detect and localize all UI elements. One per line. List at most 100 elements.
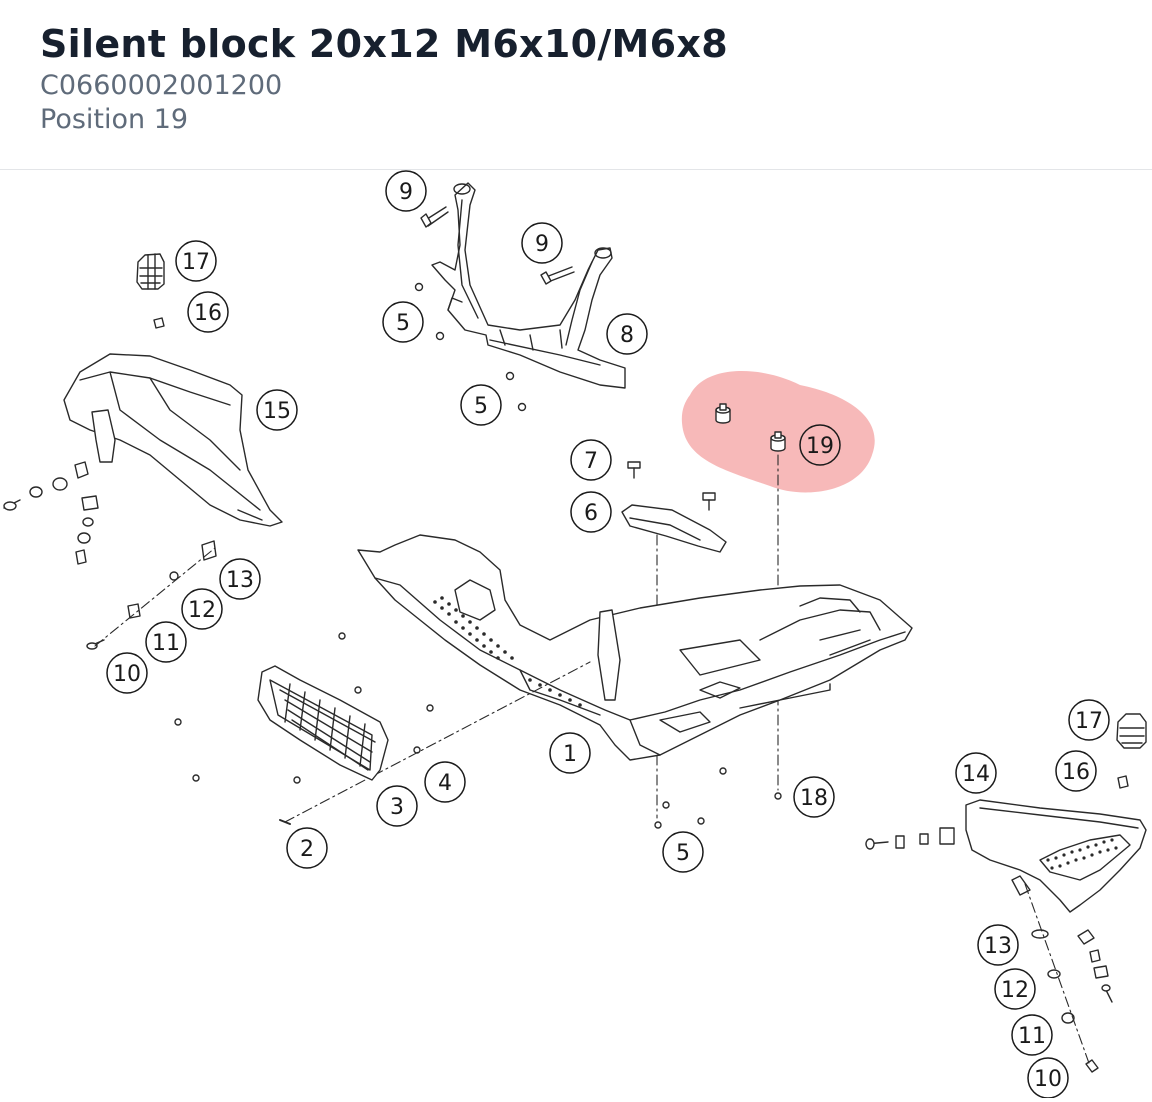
callout-group: 1234555678991010111112121313141516161717…	[106, 170, 1110, 1099]
skid-plate	[357, 534, 913, 761]
callout-label: 13	[226, 568, 254, 593]
callout-label: 12	[188, 598, 216, 623]
callout-label: 4	[438, 771, 452, 796]
callout-label: 9	[399, 180, 413, 205]
callout-circle	[181, 588, 223, 630]
callout-label: 14	[962, 762, 990, 787]
callout-c5a[interactable]: 5	[382, 301, 424, 343]
bracket-plate	[621, 461, 727, 553]
engine-guard-bracket	[431, 182, 626, 389]
callout-circle	[286, 827, 328, 869]
callout-label: 10	[1034, 1067, 1062, 1092]
callout-c10b[interactable]: 10	[1027, 1057, 1069, 1099]
callout-circle	[521, 222, 563, 264]
left-side-guard	[63, 353, 283, 527]
callout-circle	[1068, 699, 1110, 741]
callout-c11b[interactable]: 11	[1011, 1014, 1053, 1056]
callout-label: 5	[676, 841, 690, 866]
left-hardware	[3, 461, 217, 650]
callout-circle	[570, 439, 612, 481]
callout-c15[interactable]: 15	[256, 389, 298, 431]
callout-c17a[interactable]: 17	[175, 240, 217, 282]
callout-circle	[385, 170, 427, 212]
callout-c17b[interactable]: 17	[1068, 699, 1110, 741]
callout-label: 7	[584, 449, 598, 474]
skid-plate-perforation	[433, 596, 582, 707]
callout-circle	[256, 389, 298, 431]
callout-c6[interactable]: 6	[570, 491, 612, 533]
callout-circle	[1011, 1014, 1053, 1056]
callout-circle	[994, 968, 1036, 1010]
callout-c1[interactable]: 1	[549, 732, 591, 774]
grille-mesh	[257, 665, 389, 781]
callout-circle	[145, 621, 187, 663]
callout-c7[interactable]: 7	[570, 439, 612, 481]
callout-label: 13	[984, 934, 1012, 959]
callout-label: 17	[1075, 709, 1103, 734]
callout-circle	[662, 831, 704, 873]
callout-circle	[570, 491, 612, 533]
callout-circle	[187, 291, 229, 333]
callout-c5c[interactable]: 5	[662, 831, 704, 873]
callout-circle	[460, 384, 502, 426]
callout-circle	[424, 761, 466, 803]
callout-c16a[interactable]: 16	[187, 291, 229, 333]
callout-c13a[interactable]: 13	[219, 558, 261, 600]
callout-c19[interactable]: 19	[799, 424, 841, 466]
callout-label: 17	[182, 250, 210, 275]
part-code: C0660002001200	[40, 70, 283, 101]
callout-circle	[606, 313, 648, 355]
callout-c14[interactable]: 14	[955, 752, 997, 794]
callout-label: 6	[584, 501, 598, 526]
right-side-guard	[965, 799, 1147, 913]
assembly-axis-right	[1024, 883, 1091, 1067]
callout-label: 12	[1001, 978, 1029, 1003]
callout-circle	[382, 301, 424, 343]
screw-16-left	[153, 317, 165, 329]
callout-c9b[interactable]: 9	[521, 222, 563, 264]
callout-label: 5	[396, 311, 410, 336]
callout-c13b[interactable]: 13	[977, 924, 1019, 966]
bracket-bolts	[414, 206, 575, 412]
callout-c10a[interactable]: 10	[106, 652, 148, 694]
callout-circle	[799, 424, 841, 466]
callout-c5b[interactable]: 5	[460, 384, 502, 426]
right-guard-perforation	[1046, 838, 1118, 870]
callout-label: 3	[390, 795, 404, 820]
callout-circle	[793, 776, 835, 818]
callout-label: 8	[620, 323, 634, 348]
part-title: Silent block 20x12 M6x10/M6x8	[40, 22, 728, 66]
callout-label: 11	[152, 631, 180, 656]
callout-c12b[interactable]: 12	[994, 968, 1036, 1010]
callout-label: 5	[474, 394, 488, 419]
callout-c12a[interactable]: 12	[181, 588, 223, 630]
callout-c16b[interactable]: 16	[1055, 750, 1097, 792]
callout-label: 2	[300, 837, 314, 862]
callout-circle	[1055, 750, 1097, 792]
callout-c18[interactable]: 18	[793, 776, 835, 818]
callout-c9a[interactable]: 9	[385, 170, 427, 212]
rubber-cap-left	[136, 253, 165, 290]
callout-c8[interactable]: 8	[606, 313, 648, 355]
callout-circle	[955, 752, 997, 794]
rubber-cap-right	[1116, 713, 1147, 749]
callout-label: 1	[563, 742, 577, 767]
callout-circle	[549, 732, 591, 774]
screw-16-right	[1117, 775, 1129, 789]
callout-label: 15	[263, 399, 291, 424]
callout-label: 10	[113, 662, 141, 687]
callout-circle	[376, 785, 418, 827]
part-header: Silent block 20x12 M6x10/M6x8 C066000200…	[0, 0, 1152, 170]
assembly-axis-1	[284, 661, 591, 823]
callout-c4[interactable]: 4	[424, 761, 466, 803]
skid-plate-bolts	[174, 632, 782, 829]
callout-label: 19	[806, 434, 834, 459]
callout-circle	[175, 240, 217, 282]
callout-circle	[219, 558, 261, 600]
callout-c11a[interactable]: 11	[145, 621, 187, 663]
callout-c3[interactable]: 3	[376, 785, 418, 827]
callout-circle	[977, 924, 1019, 966]
silent-block-parts	[715, 403, 786, 452]
callout-c2[interactable]: 2	[286, 827, 328, 869]
